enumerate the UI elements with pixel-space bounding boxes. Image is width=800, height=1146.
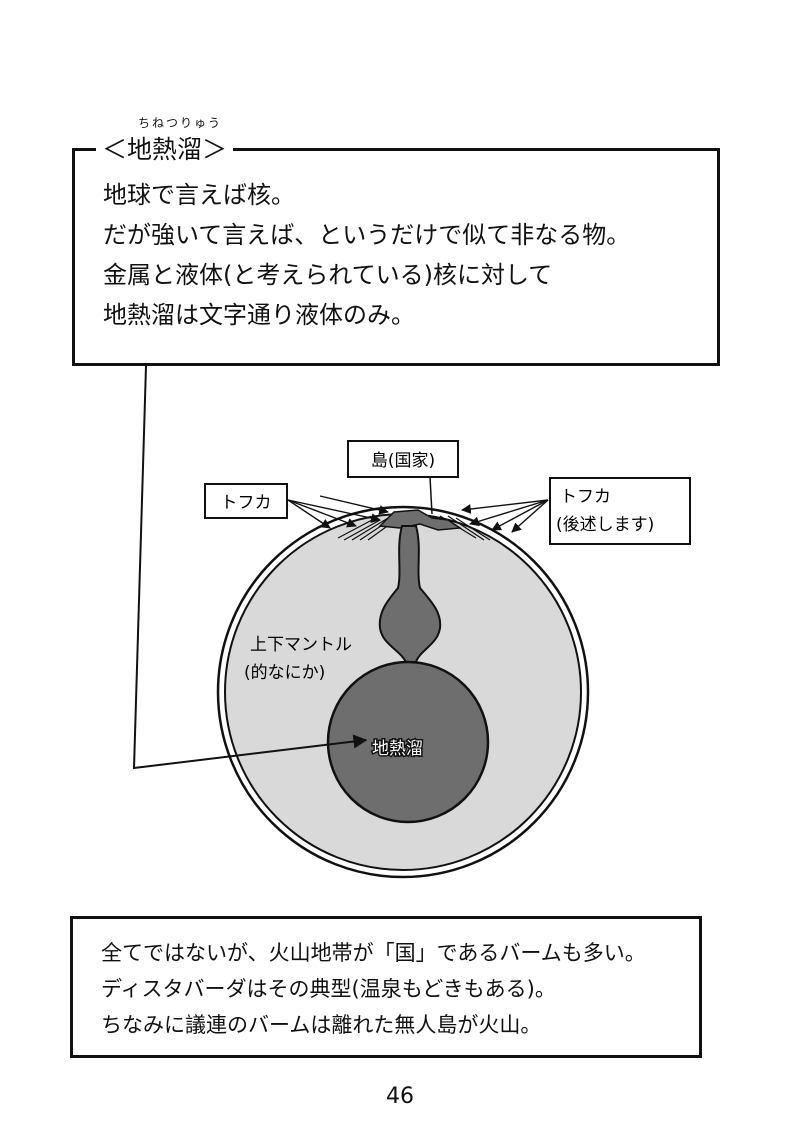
core-label: 地熱溜: [372, 739, 423, 759]
footer-line: ちなみに議連のバームは離れた無人島が火山。: [101, 1013, 542, 1037]
core-leader-line: [132, 365, 368, 770]
island-label-box: [347, 440, 459, 478]
explanation-box: 地球で言えば核。 だが強いて言えば、というだけで似て非なる物。 金属と液体(と考…: [72, 148, 720, 366]
core-shape: [326, 660, 490, 824]
heading-title: ＜地熱溜＞: [96, 130, 234, 166]
page-number: 46: [386, 1084, 414, 1109]
explanation-line: だが強いて言えば、というだけで似て非なる物。: [103, 221, 631, 249]
tofuka-left-label-box: [204, 483, 288, 519]
island-label: 島(国家): [371, 451, 435, 471]
explanation-text: 地球で言えば核。 だが強いて言えば、というだけで似て非なる物。 金属と液体(と考…: [103, 175, 707, 335]
tofuka-right-label-line1: トフカ: [560, 487, 611, 507]
island-pointer: [429, 476, 433, 515]
heading-ruby: ちねつりゅう: [137, 116, 222, 130]
footer-line: ディスタバーダはその典型(温泉もどきもある)。: [101, 977, 556, 1001]
mantle-label-line2: (的なにか): [244, 663, 325, 683]
footer-line: 全てではないが、火山地帯が「国」であるバームも多い。: [101, 941, 646, 965]
explanation-line: 地熱溜は文字通り液体のみ。: [103, 301, 415, 329]
footer-note-box: 全てではないが、火山地帯が「国」であるバームも多い。 ディスタバーダはその典型(…: [70, 916, 702, 1058]
tofuka-left-arrows: [287, 495, 389, 529]
explanation-line: 金属と液体(と考えられている)核に対して: [103, 261, 553, 289]
tofuka-right-arrows: [461, 499, 549, 533]
footer-note-text: 全てではないが、火山地帯が「国」であるバームも多い。 ディスタバーダはその典型(…: [101, 935, 691, 1043]
tofuka-left-label: トフカ: [221, 493, 272, 513]
mantle-label-line1: 上下マントル: [250, 635, 352, 655]
tofuka-right-label-line2: (後述します): [556, 515, 654, 535]
tofuka-right-label-box: [549, 477, 691, 545]
explanation-line: 地球で言えば核。: [103, 181, 295, 209]
